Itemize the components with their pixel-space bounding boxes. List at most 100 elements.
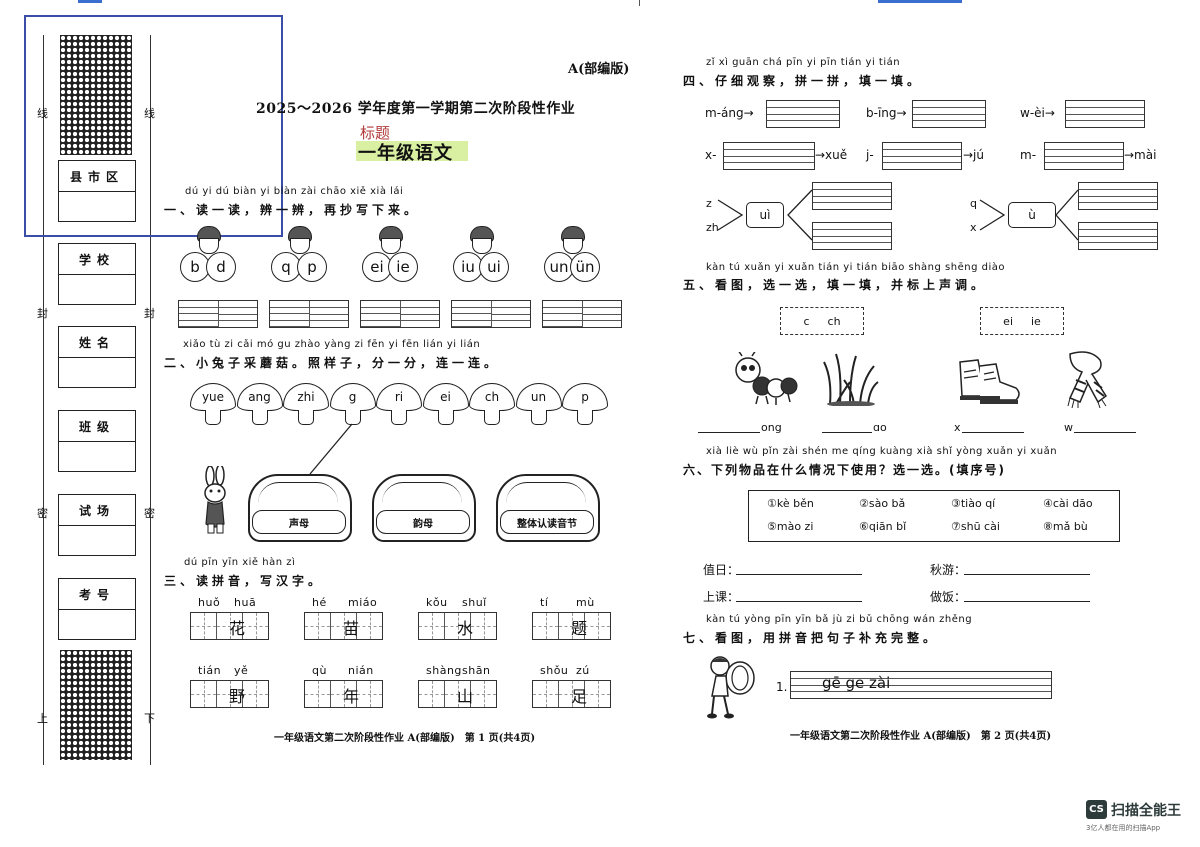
tianzige-cell[interactable] [419, 613, 445, 639]
tianzige-cell[interactable] [243, 681, 268, 707]
tianzige-grid[interactable]: 题 [532, 612, 611, 640]
q4-answer-box[interactable] [766, 100, 840, 128]
rule-line [218, 308, 257, 315]
copy-lines-left[interactable] [361, 301, 401, 327]
selection-rectangle[interactable] [24, 15, 283, 237]
tianzige-cell[interactable] [305, 681, 331, 707]
info-field-name[interactable]: 姓名 [58, 326, 136, 388]
mushroom-cap[interactable]: ri [376, 383, 422, 411]
tianzige-cell[interactable]: 题 [559, 613, 587, 639]
copy-lines-left[interactable] [543, 301, 583, 327]
copy-lines[interactable] [451, 300, 531, 328]
tianzige-cell[interactable]: 野 [217, 681, 245, 707]
q4-answer-box[interactable] [1078, 222, 1158, 250]
q4-answer-box[interactable] [723, 142, 815, 170]
copy-lines[interactable] [360, 300, 440, 328]
tianzige-cell[interactable] [533, 613, 559, 639]
tianzige-cell[interactable]: 苗 [331, 613, 359, 639]
copy-lines-right[interactable] [582, 301, 621, 327]
field-label: 学校 [59, 244, 135, 275]
tianzige-cell[interactable]: 年 [331, 681, 359, 707]
mushroom-cap[interactable]: un [515, 383, 562, 411]
mushroom-cap[interactable]: g [329, 383, 376, 411]
copy-lines-right[interactable] [400, 301, 439, 327]
q6-field-line[interactable] [736, 601, 862, 602]
tianzige-cell[interactable] [243, 613, 268, 639]
tianzige-cell[interactable] [357, 681, 382, 707]
q6-field-line[interactable] [736, 574, 862, 575]
tianzige-cell[interactable] [305, 613, 331, 639]
info-field-exam-room[interactable]: 试场 [58, 494, 136, 556]
tianzige-cell[interactable]: 水 [445, 613, 473, 639]
copy-lines-right[interactable] [309, 301, 348, 327]
q4-answer-box[interactable] [912, 100, 986, 128]
copy-lines-left[interactable] [179, 301, 219, 327]
tianzige-grid[interactable]: 年 [304, 680, 383, 708]
q5-option: ie [1031, 314, 1041, 328]
q4-label: x- [705, 148, 717, 162]
q4-answer-box[interactable] [812, 222, 892, 250]
q7-answer-line[interactable] [790, 671, 1052, 699]
copy-lines-left[interactable] [452, 301, 492, 327]
q5-blank[interactable] [1074, 432, 1136, 433]
tianzige-cell[interactable] [357, 613, 382, 639]
copy-lines[interactable] [269, 300, 349, 328]
rule-line [309, 308, 348, 315]
tianzige-grid[interactable]: 足 [532, 680, 611, 708]
q4-answer-box[interactable] [1065, 100, 1145, 128]
tianzige-grid[interactable]: 水 [418, 612, 497, 640]
mushroom-cap[interactable]: yue [190, 383, 236, 411]
mushroom-cap[interactable]: ch [469, 383, 515, 411]
q4-answer-box[interactable] [812, 182, 892, 210]
tianzige-cell[interactable] [471, 681, 496, 707]
info-field-class[interactable]: 班级 [58, 410, 136, 472]
tianzige-cell[interactable] [471, 613, 496, 639]
pinyin-syllable: tián [198, 664, 222, 677]
tianzige-cell[interactable] [585, 613, 610, 639]
tianzige-cell[interactable]: 花 [217, 613, 245, 639]
tianzige-cell[interactable] [191, 613, 217, 639]
copy-lines[interactable] [178, 300, 258, 328]
mushroom-cap[interactable]: ang [236, 383, 283, 411]
sneakers-picture [959, 359, 1020, 404]
tianzige-grid[interactable]: 苗 [304, 612, 383, 640]
tianzige-cell[interactable] [191, 681, 217, 707]
info-field-exam-number[interactable]: 考号 [58, 578, 136, 640]
tianzige-cell[interactable]: 足 [559, 681, 587, 707]
letter-circle: ei [362, 252, 392, 282]
info-field-school[interactable]: 学校 [58, 243, 136, 305]
tianzige-cell[interactable] [419, 681, 445, 707]
copy-lines-left[interactable] [270, 301, 310, 327]
mushroom-cap[interactable]: zhi [283, 383, 329, 411]
tianzige-grid[interactable]: 山 [418, 680, 497, 708]
q4-answer-box[interactable] [882, 142, 962, 170]
q5-blank[interactable] [822, 432, 872, 433]
copy-lines-right[interactable] [491, 301, 530, 327]
rule-line [543, 321, 582, 327]
tianzige-cell[interactable]: 山 [445, 681, 473, 707]
mushroom-cap[interactable]: p [562, 383, 608, 411]
copy-lines-right[interactable] [218, 301, 257, 327]
rule-line [543, 308, 582, 314]
basket-weave [258, 482, 338, 503]
q2-baskets: 声母韵母整体认读音节 [248, 474, 608, 544]
q4-answer-box[interactable] [1078, 182, 1158, 210]
tianzige-cell[interactable] [585, 681, 610, 707]
q6-field-line[interactable] [964, 601, 1090, 602]
mushroom-stem [344, 410, 361, 425]
q5-blank[interactable] [962, 432, 1024, 433]
tianzige-cell[interactable] [533, 681, 559, 707]
info-field-county[interactable]: 县市区 [58, 160, 136, 222]
caterpillar-picture [735, 352, 798, 405]
q5-blank[interactable] [698, 432, 760, 433]
margin-label: 封 [37, 307, 48, 320]
mushroom-stem [484, 410, 500, 425]
copy-lines[interactable] [542, 300, 622, 328]
mushroom-cap[interactable]: ei [422, 383, 469, 411]
tianzige-grid[interactable]: 花 [190, 612, 269, 640]
tianzige-grid[interactable]: 野 [190, 680, 269, 708]
q6-field-line[interactable] [964, 574, 1090, 575]
right-footer: 一年级语文第二次阶段性作业 A(部编版) 第 2 页(共4页) [790, 731, 1052, 742]
q4-answer-box[interactable] [1044, 142, 1124, 170]
